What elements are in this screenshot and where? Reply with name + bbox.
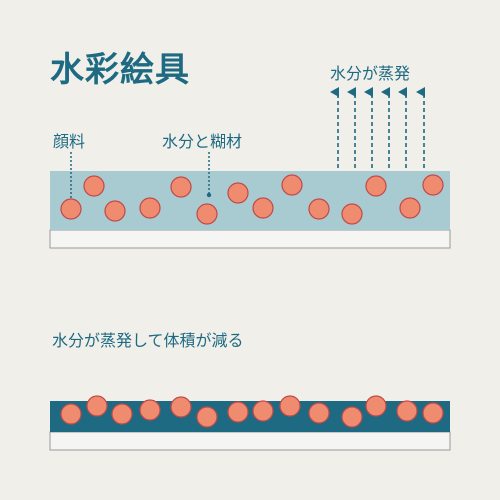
pigment-label: 顔料 (53, 132, 86, 151)
pigment-particle (308, 402, 330, 424)
evaporation-label: 水分が蒸発 (330, 64, 411, 83)
paper-strip-top (49, 229, 451, 249)
pigment-particle (281, 174, 303, 196)
pigment-particle (341, 203, 363, 225)
page-title: 水彩絵具 (50, 50, 190, 90)
pigment-particle (279, 395, 301, 417)
wet-paint-layer (50, 171, 450, 230)
pigment-particle (422, 174, 444, 196)
pigment-particle (396, 400, 418, 422)
pigment-particle (111, 403, 133, 425)
pigment-particle (365, 175, 387, 197)
water-binder-label: 水分と糊材 (162, 132, 243, 151)
paper-strip-bottom (49, 431, 451, 451)
pigment-particle (196, 203, 218, 225)
pigment-particle (60, 403, 82, 425)
shrink-caption: 水分が蒸発して体積が減る (52, 331, 244, 350)
pigment-particle (422, 402, 444, 424)
pigment-particle (139, 399, 161, 421)
pigment-particle (60, 198, 82, 220)
dry-paint-layer (50, 401, 450, 432)
pigment-particle (83, 175, 105, 197)
pigment-particle (170, 176, 192, 198)
pigment-particle (365, 395, 387, 417)
dry-pigment-particles (60, 395, 444, 428)
pigment-particle (86, 395, 108, 417)
pigment-particle (227, 401, 249, 423)
dry-paint-diagram (49, 395, 451, 451)
wet-pigment-particles (60, 174, 444, 225)
pigment-particle (308, 198, 330, 220)
pigment-particle (196, 406, 218, 428)
pigment-particle (341, 406, 363, 428)
pigment-particle (227, 182, 249, 204)
pigment-particle (252, 197, 274, 219)
pigment-particle (170, 396, 192, 418)
pigment-particle (399, 197, 421, 219)
wet-paint-diagram (49, 152, 451, 249)
evaporation-arrows (330, 87, 425, 168)
binder-pointer-dot (206, 192, 212, 198)
pigment-particle (252, 400, 274, 422)
pigment-particle (104, 200, 126, 222)
pigment-particle (139, 197, 161, 219)
